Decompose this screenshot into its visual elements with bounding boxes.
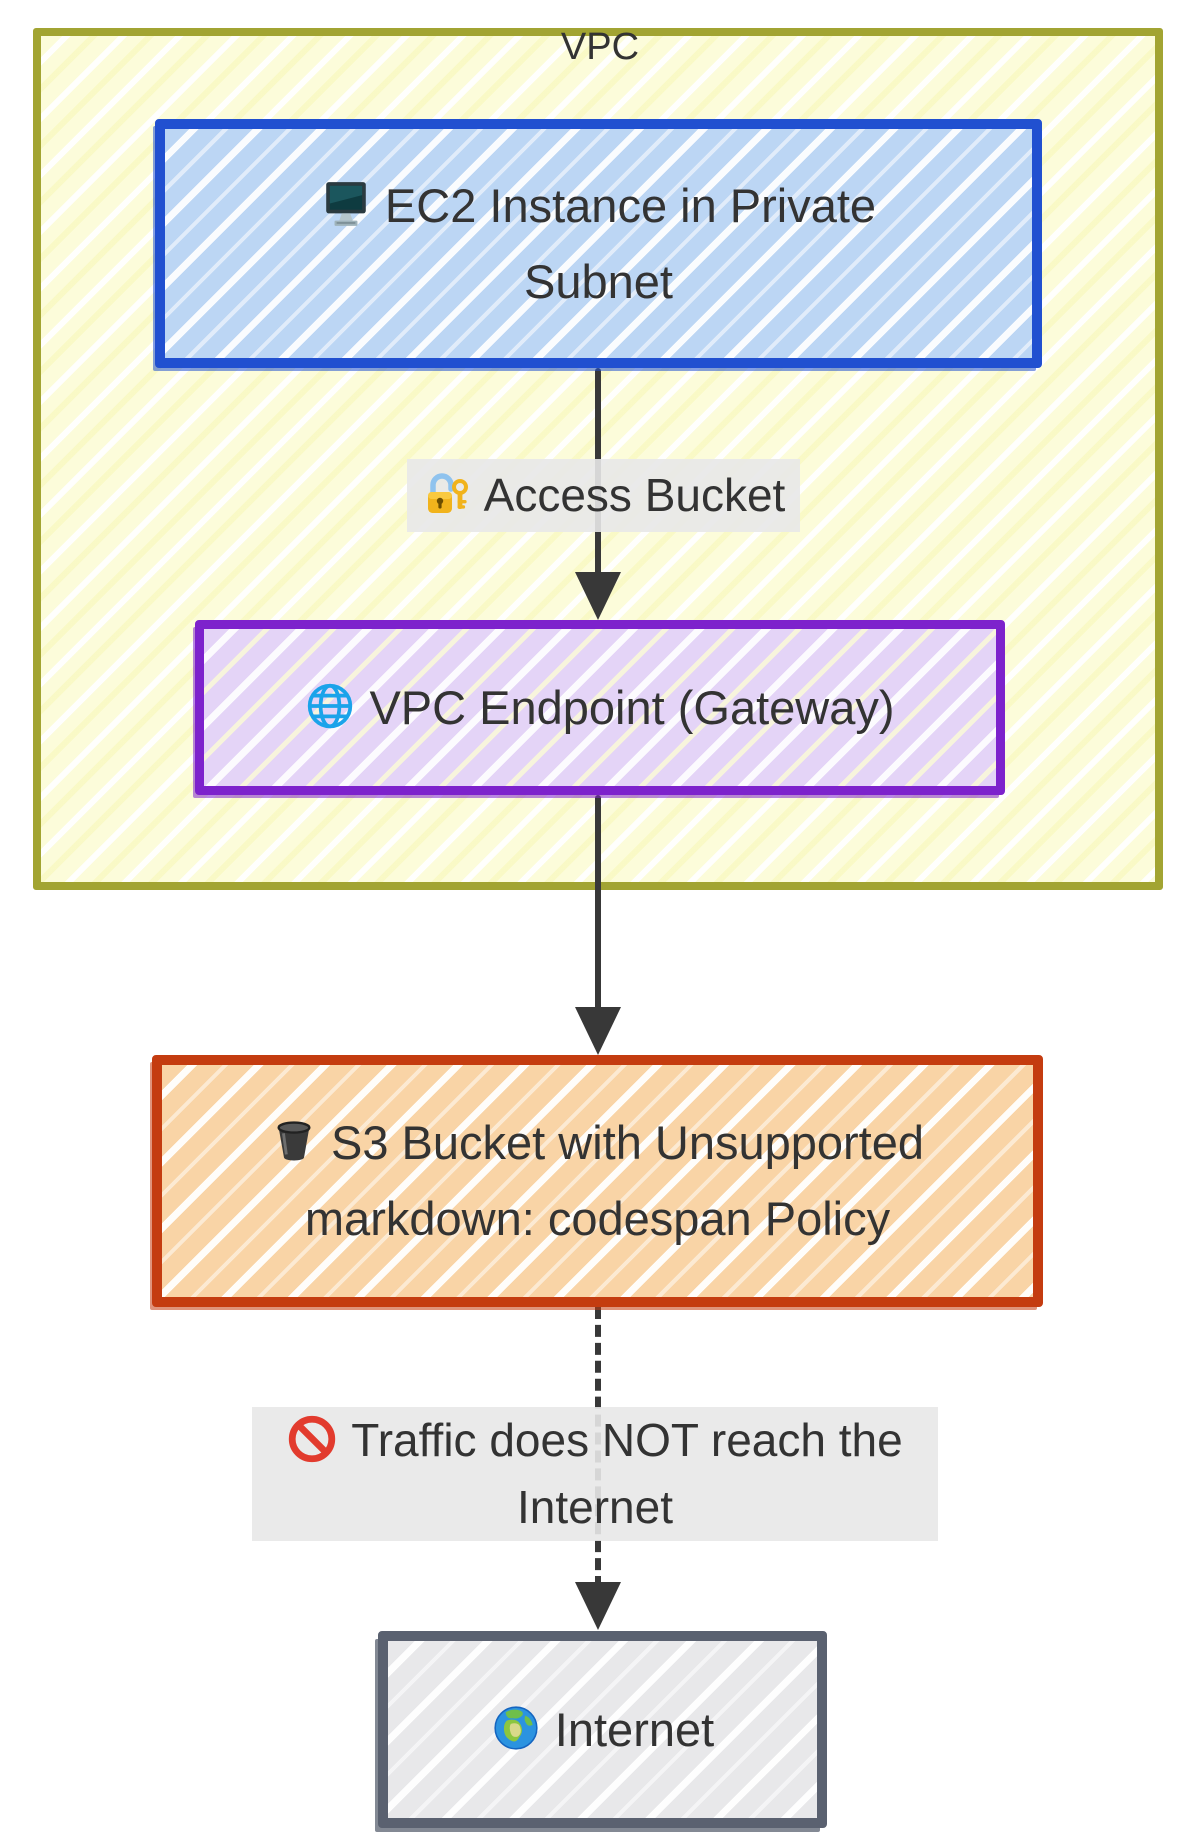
node-label-line: Internet bbox=[554, 1702, 715, 1756]
node-s3-bucket: S3 Bucket with Unsupported markdown: cod… bbox=[152, 1055, 1043, 1307]
node-vpc-endpoint: VPC Endpoint (Gateway) bbox=[195, 620, 1005, 795]
locked-with-key-icon bbox=[422, 470, 470, 518]
edge-label-access-bucket: Access Bucket bbox=[407, 459, 800, 532]
globe-with-meridians-icon bbox=[305, 681, 355, 731]
bucket-icon bbox=[271, 1118, 317, 1164]
node-internet: Internet bbox=[378, 1631, 827, 1828]
edge-label-traffic-blocked: Traffic does NOT reach the Internet bbox=[252, 1407, 938, 1541]
edge-endpoint-to-s3 bbox=[595, 795, 601, 1013]
arrowhead-icon bbox=[575, 1007, 621, 1055]
edge-label-text: Internet bbox=[517, 1481, 673, 1533]
node-label-line: markdown: codespan Policy bbox=[304, 1192, 891, 1245]
arrowhead-icon bbox=[575, 1582, 621, 1630]
node-label-line: S3 Bucket with Unsupported bbox=[330, 1116, 925, 1169]
edge-label-text: Access Bucket bbox=[483, 469, 786, 521]
node-label-line: Subnet bbox=[524, 254, 673, 308]
vpc-container-title: VPC bbox=[560, 26, 640, 68]
edge-label-text: Traffic does NOT reach the bbox=[351, 1414, 903, 1466]
node-label-line: EC2 Instance in Private bbox=[384, 178, 877, 232]
desktop-computer-icon bbox=[321, 179, 371, 229]
node-ec2-instance: EC2 Instance in Private Subnet bbox=[155, 119, 1042, 368]
prohibited-icon bbox=[287, 1414, 337, 1464]
node-label-line: VPC Endpoint (Gateway) bbox=[369, 680, 895, 734]
earth-globe-icon bbox=[491, 1703, 541, 1753]
arrowhead-icon bbox=[575, 572, 621, 620]
